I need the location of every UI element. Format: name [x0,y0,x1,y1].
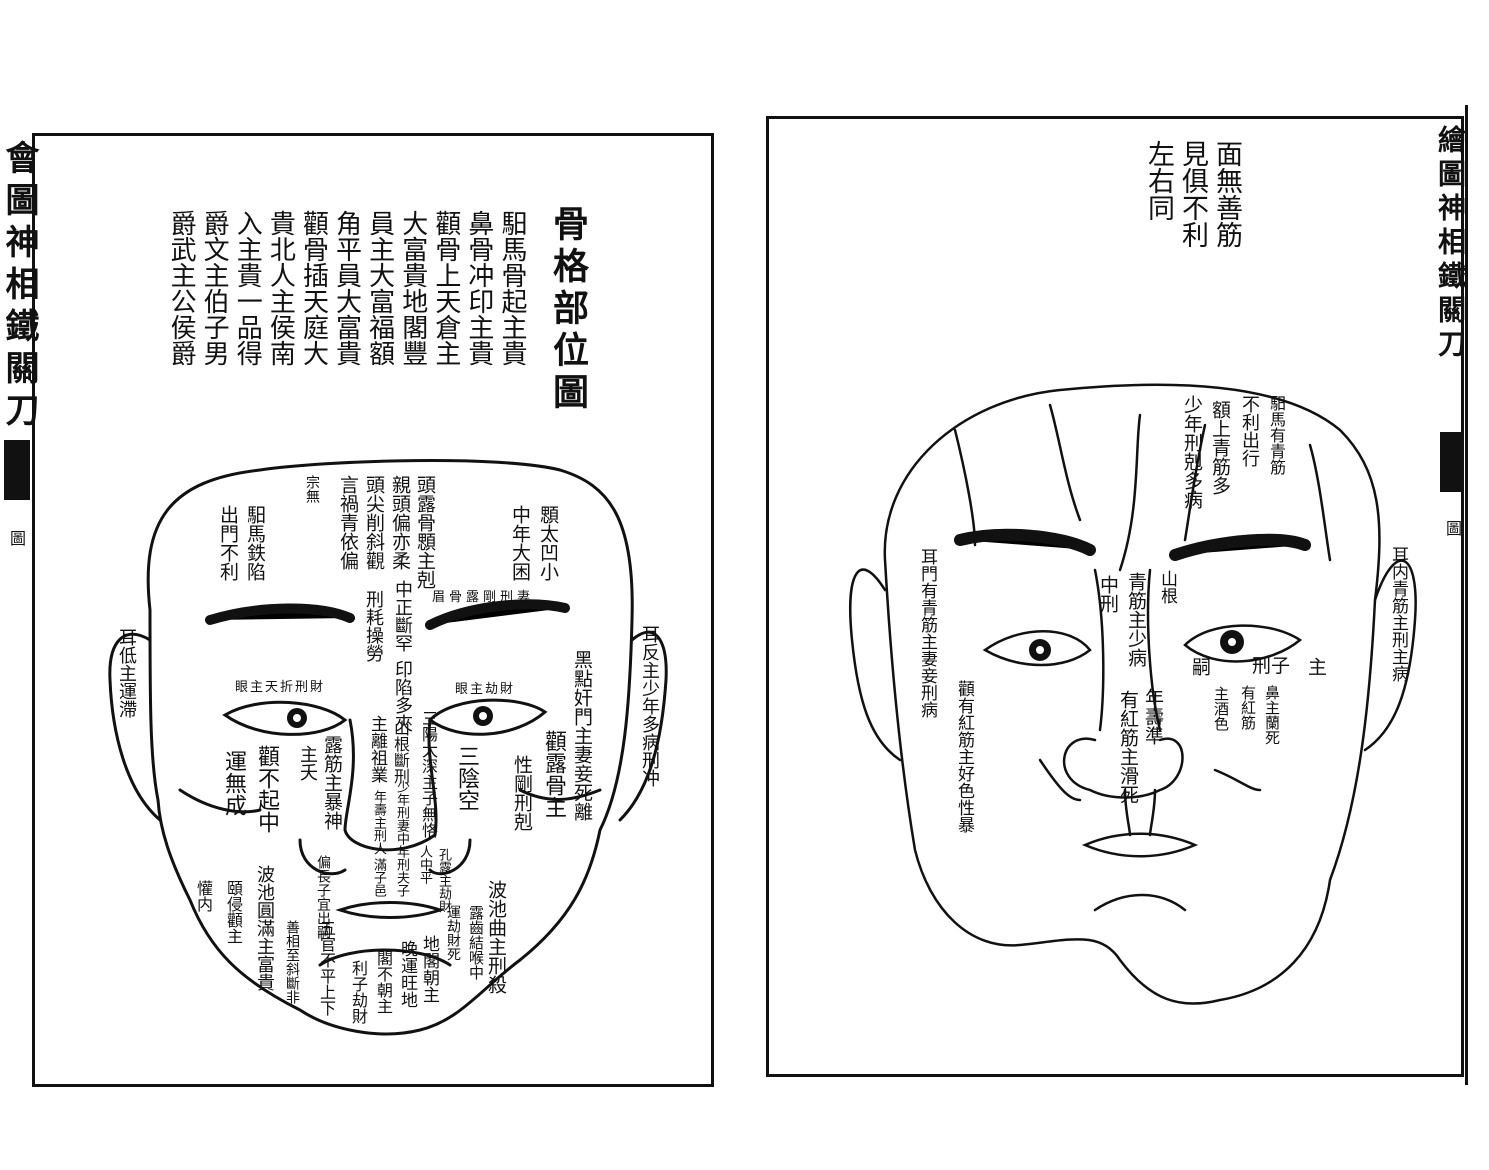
right-spine-sub: 圖 [1443,520,1462,536]
right-label: 耳内青筋主刑主病 [1388,546,1408,682]
left-label: 滿子邑 [371,858,386,897]
left-label: 出門不利 [217,505,239,581]
intro-col-1: 馹馬骨起主貴 [497,210,527,366]
left-label: 地閣朝主 [419,935,439,1003]
right-label: 顴有紅筋主好色性暴 [954,680,974,833]
right-label: 嗣 [1189,657,1211,676]
left-label: 主夭 [297,745,318,781]
left-label: 三陰空 [454,745,479,811]
left-label: 人中平 [417,845,432,884]
right-intro-block: 面無善筋 見俱不利 左右同 [1130,140,1242,260]
intro-col-9: 入主貴一品得 [232,210,263,366]
left-label: 馹馬鉄陷 [244,505,266,581]
intro-col-11: 爵武主公侯爵 [166,210,197,366]
right-label: 不利出行 [1239,395,1260,467]
left-label: 三陽太深主子無恪 [419,710,438,838]
right-label: 有紅筋 [1239,685,1257,730]
left-spine-title: 會圖神相鐵關刀 [0,140,39,434]
right-label: 額上青筋多 [1209,400,1231,495]
right-label: 山根 [1157,570,1177,604]
right-label: 鼻主蘭死 [1263,685,1281,745]
right-label: 有紅筋主滑死 [1117,690,1139,804]
left-label: 山根斷刑 [391,720,410,784]
left-heading: 骨格部位圖 [547,205,589,415]
right-label: 刑子 [1252,655,1291,677]
left-label: 波池曲主刑殺 [485,880,507,994]
left-label-horizontal: 眼主天折刑財 [235,680,326,695]
left-label: 印陷多夾 [392,660,413,732]
left-label: 頭露骨顋主剋 [414,475,436,589]
intro-col-2: 鼻骨冲印主貴 [463,210,494,366]
left-label: 偏長子宜出嗣 [315,855,331,939]
intro-col-5: 員主大富福額 [364,210,395,366]
right-page-frame [766,116,1464,1077]
left-label: 頤侵顴主 [224,880,243,944]
left-label-horizontal: 眉骨露剛刑妻 [432,590,535,605]
left-label: 性剛刑剋 [511,755,533,831]
left-label: 少年刑妻中年刑夫子 [394,780,409,897]
left-label: 顴不起中 [254,745,279,833]
intro-col-8: 貴北人主侯南 [265,210,296,366]
right-intro-col-3: 左右同 [1143,140,1174,221]
right-spine-black-block [1440,432,1462,492]
left-label: 閣不朝主 [374,950,393,1014]
right-label: 中刑 [1097,575,1119,613]
right-label: 青筋主少病 [1125,572,1147,667]
right-label: 年壽準 [1142,688,1164,745]
left-label: 言禍青依偏 [337,475,359,570]
left-label: 運無成 [221,750,246,816]
left-label: 波池圓滿主富貴 [254,865,275,991]
right-intro-col-2: 見俱不利 [1177,140,1208,248]
right-label: 主酒色 [1212,686,1230,731]
left-spine-black-block [4,440,30,500]
left-label: 善相至斜斷非 [284,920,300,1004]
left-label: 宗無 [304,475,320,503]
left-label: 年壽主刑人 [371,790,386,855]
right-label: 耳門有青筋主妻妾刑病 [917,548,937,718]
left-label: 顴露骨主 [541,730,566,818]
left-label: 顋太凹小 [537,505,559,581]
left-page-frame [32,133,714,1087]
left-label: 親頭偏亦柔 [389,475,411,570]
right-label: 主 [1305,657,1327,676]
right-spine-title: 繪圖神相鐵關刀 [1434,125,1467,363]
left-spine-sub: 圖 [7,530,26,546]
left-label: 頭尖削斜觀 [363,475,385,570]
left-label: 主離祖業 [367,715,387,783]
left-label: 懽内 [194,880,213,912]
intro-col-10: 爵文主伯子男 [199,210,230,366]
intro-col-3: 顴骨上天倉主 [430,210,461,366]
left-label: 耳低主運滯 [116,628,137,718]
left-label: 刑耗操勞 [363,590,384,662]
right-spine-rule [1465,105,1468,1085]
left-label: 運劫財死 [445,905,461,961]
right-intro-col-1: 面無善筋 [1211,140,1242,248]
right-label: 馹馬有青筋 [1267,395,1286,475]
left-label: 黑點奸門主妻妾死離 [571,650,593,821]
left-label: 露齒結喉中 [467,905,485,980]
left-label: 露筋主暴神 [321,735,343,830]
left-label: 利子劫財 [349,960,368,1024]
left-label: 五官不平上下 [317,920,336,1016]
left-label: 晚運旺地 [397,940,417,1008]
intro-col-6: 角平員大富貴 [331,210,362,366]
left-label: 中年大困 [509,505,531,581]
intro-col-7: 顴骨插天庭大 [298,210,329,366]
left-label: 中正斷罕 [392,580,413,652]
intro-col-4: 大富貴地閣豐 [397,210,428,366]
left-label: 耳反主少年多病刑冲 [639,625,660,787]
right-label: 少年刑剋多病 [1181,395,1203,509]
left-label-horizontal: 眼主劫財 [455,682,516,697]
left-intro-block: 馹馬骨起主貴 鼻骨冲印主貴 顴骨上天倉主 大富貴地閣豐 員主大富福額 角平員大富… [165,210,527,390]
left-label: 孔露主劫財 [436,848,451,913]
